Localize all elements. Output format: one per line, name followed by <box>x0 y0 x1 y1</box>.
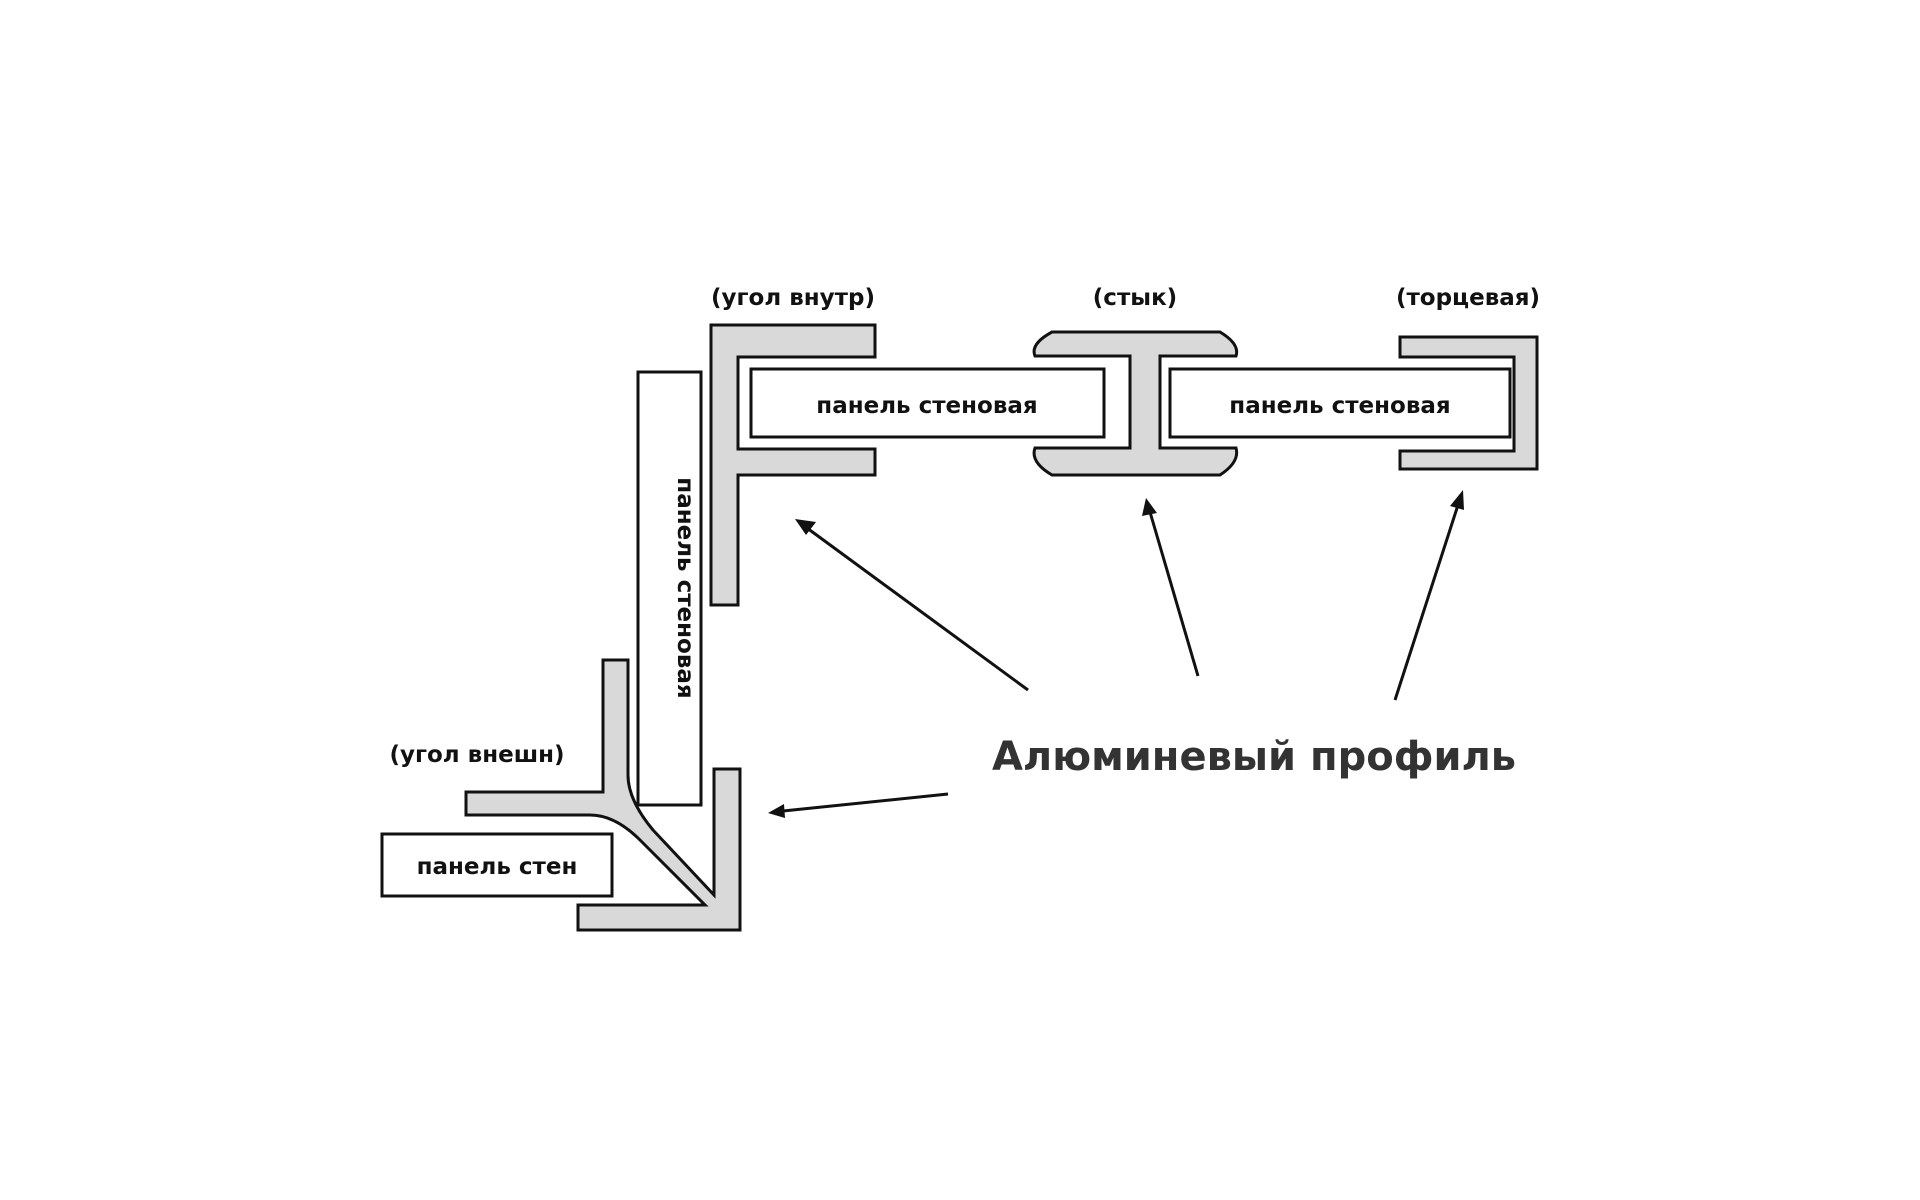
arrows <box>768 490 1464 818</box>
label-corner-outer: (угол внешн) <box>389 742 564 768</box>
wall-panel-vertical <box>636 370 703 807</box>
end-profile <box>1398 335 1539 471</box>
panel-label-top-left: панель стеновая <box>816 393 1037 419</box>
wall-panel-top-left <box>749 367 1106 439</box>
label-joint: (стык) <box>1093 285 1177 311</box>
wall-panel-bottom <box>380 832 614 898</box>
outer-corner-profile <box>380 658 742 932</box>
label-corner-inner: (угол внутр) <box>711 285 875 311</box>
label-end: (торцевая) <box>1396 285 1540 311</box>
inner-corner-profile <box>709 323 1106 607</box>
panel-label-top-right: панель стеновая <box>1229 393 1450 419</box>
panel-label-vertical: панель стеновая <box>672 477 698 698</box>
joint-profile <box>1032 330 1512 477</box>
wall-panel-top-right <box>1168 367 1512 439</box>
panel-label-bottom: панель стен <box>417 854 578 880</box>
label-aluminum-profile: Алюминевый профиль <box>992 734 1516 780</box>
